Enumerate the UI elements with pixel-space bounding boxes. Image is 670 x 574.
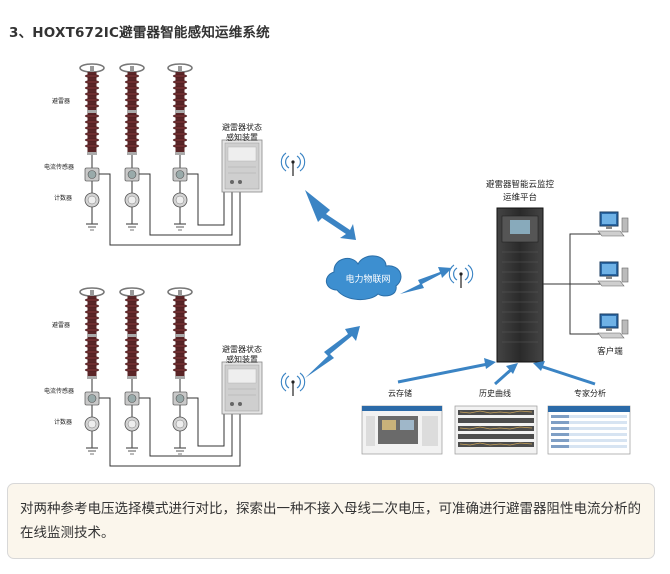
description-text: 对两种参考电压选择模式进行对比，探索出一种不接入母线二次电压，可准确进行避雷器阻… — [20, 501, 641, 541]
device-label-lower-2: 感知装置 — [226, 354, 258, 364]
description-note: 对两种参考电压选择模式进行对比，探索出一种不接入母线二次电压，可准确进行避雷器阻… — [7, 483, 655, 559]
upper-arrester-group: 避雷器 电流传感器 计数器 避雷器状态 感知装置 — [44, 63, 306, 246]
expert-analysis-screenshot — [547, 405, 631, 455]
label-current-sensor-lower: 电流传感器 — [44, 387, 74, 395]
device-label-upper-1: 避雷器状态 — [222, 122, 262, 132]
client-label: 客户端 — [597, 346, 623, 357]
cloud-label: 电力物联网 — [345, 273, 390, 285]
history-curve-label: 历史曲线 — [479, 388, 511, 398]
cloud-storage-label: 云存储 — [388, 388, 412, 398]
label-arrester: 避雷器 — [52, 97, 70, 105]
expert-analysis-label: 专家分析 — [574, 388, 606, 398]
monitoring-platform-cabinet: 避雷器智能云监控 运维平台 — [486, 179, 555, 363]
system-diagram: 避雷器 电流传感器 计数器 避雷器状态 感知装置 避雷器 电流传感器 计数器 避… — [44, 63, 631, 467]
lower-arrester-group: 避雷器 电流传感器 计数器 避雷器状态 感知装置 — [44, 287, 306, 467]
platform-label-1: 避雷器智能云监控 — [486, 179, 555, 190]
label-counter-lower: 计数器 — [54, 418, 72, 426]
history-curve-screenshot — [454, 405, 538, 455]
label-counter: 计数器 — [54, 194, 72, 202]
label-arrester-lower: 避雷器 — [52, 321, 70, 329]
wireless-link-icon — [305, 190, 452, 378]
section-heading: 3、HOXT672IC避雷器智能感知运维系统 — [9, 25, 270, 41]
platform-label-2: 运维平台 — [503, 192, 537, 203]
cloud-storage-screenshot — [361, 405, 443, 455]
data-flow-arrows — [397, 358, 596, 386]
iot-cloud: 电力物联网 — [326, 255, 402, 300]
device-label-upper-2: 感知装置 — [226, 132, 258, 142]
device-label-lower-1: 避雷器状态 — [222, 344, 262, 354]
label-current-sensor: 电流传感器 — [44, 163, 74, 171]
